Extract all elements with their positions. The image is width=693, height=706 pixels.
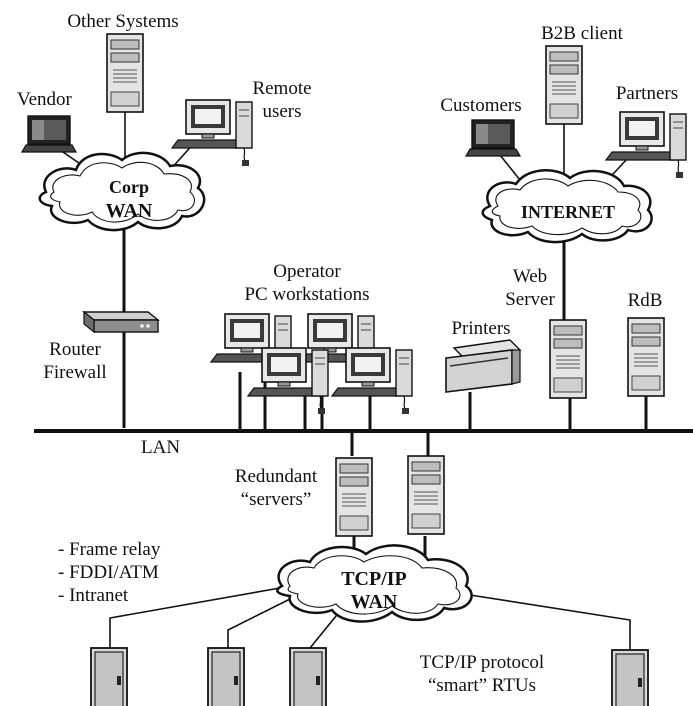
intranet-label: - Intranet [58, 585, 129, 606]
customers-laptop-icon [465, 119, 521, 157]
rtu-2-icon [207, 647, 245, 706]
corp-wan-cloud [38, 151, 206, 232]
remote-users-label-2: users [262, 101, 301, 122]
tcpip-wan-label-2: WAN [351, 591, 398, 613]
redundant-servers-label-2: “servers” [241, 489, 312, 510]
vendor-label: Vendor [17, 89, 73, 110]
other-systems-server-icon [106, 33, 144, 113]
redundant-server-1-icon [335, 457, 373, 537]
rtu-3-icon [289, 647, 327, 706]
internet-label: INTERNET [521, 202, 615, 222]
tcpip-wan-label-1: TCP/IP [341, 568, 407, 590]
operator-label-2: PC workstations [244, 284, 369, 305]
operator-label-1: Operator [273, 261, 341, 282]
b2b-client-label: B2B client [541, 23, 624, 44]
fddi-atm-label: - FDDI/ATM [58, 562, 159, 583]
router-firewall-icon [82, 310, 160, 334]
web-server-label-1: Web [513, 266, 547, 287]
rtu-4-icon [611, 649, 649, 706]
web-server-label-2: Server [505, 289, 555, 310]
remote-users-label-1: Remote [252, 78, 311, 99]
rdb-label: RdB [628, 290, 663, 311]
web-server-icon [549, 319, 587, 399]
rtu-label-1: TCP/IP protocol [420, 652, 544, 673]
customers-label: Customers [440, 95, 521, 116]
rdb-server-icon [627, 317, 665, 397]
rtu-label-2: “smart” RTUs [428, 675, 536, 696]
b2b-client-server-icon [545, 45, 583, 125]
corp-wan-label-1: Corp [109, 177, 149, 197]
rtu-1-icon [90, 647, 128, 706]
router-label-2: Firewall [43, 362, 106, 383]
other-systems-label: Other Systems [67, 11, 178, 32]
partners-label: Partners [616, 83, 678, 104]
tcpip-wan-cloud [276, 544, 473, 623]
printers-label: Printers [451, 318, 510, 339]
redundant-servers-label-1: Redundant [235, 466, 318, 487]
printer-icon [445, 339, 522, 393]
router-label-1: Router [49, 339, 101, 360]
lan-label: LAN [141, 437, 180, 458]
remote-users-pc-icon [171, 99, 253, 167]
corp-wan-label-2: WAN [106, 200, 153, 222]
vendor-laptop-icon [21, 115, 77, 153]
frame-relay-label: - Frame relay [58, 539, 161, 560]
internet-cloud [481, 169, 653, 244]
redundant-server-2-icon [407, 455, 445, 535]
